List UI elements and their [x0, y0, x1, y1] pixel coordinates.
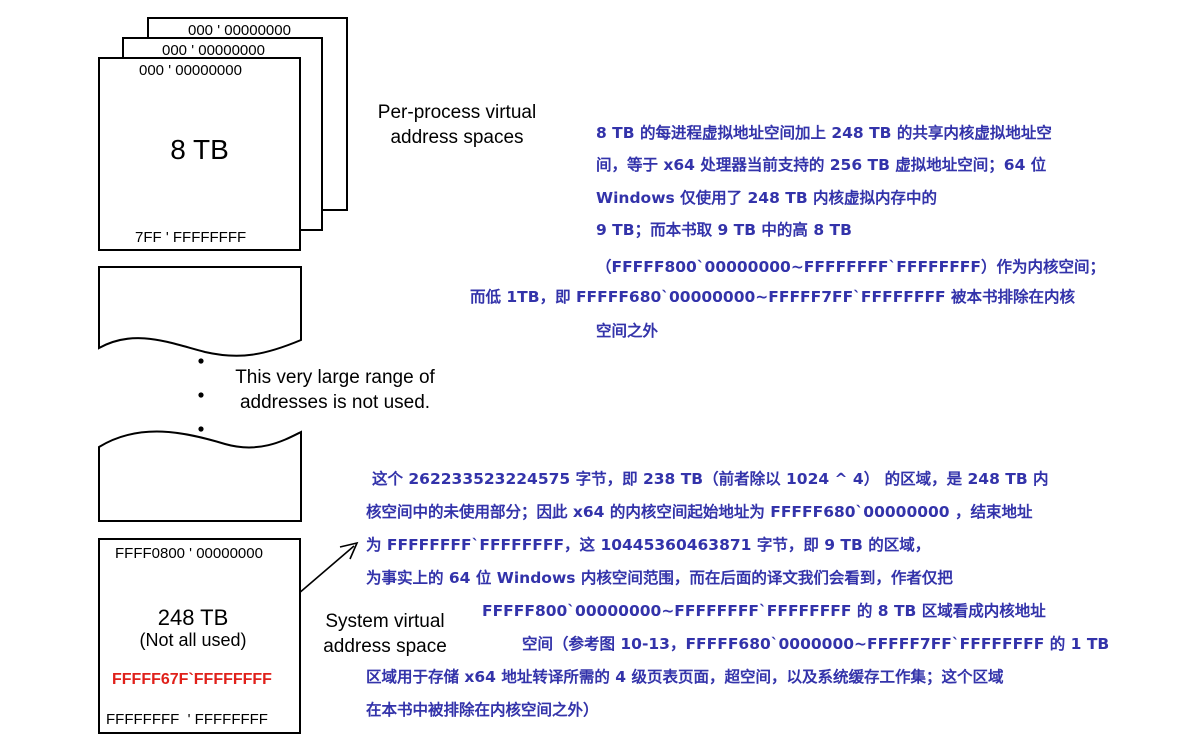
process-space-end-addr: 7FF ' FFFFFFFF: [135, 229, 247, 246]
unused-range-upper-piece: [98, 266, 302, 357]
system-space-label: System virtual address space: [305, 609, 465, 659]
ellipsis-dot: [198, 392, 204, 398]
annotation-top-line: 9 TB；而本书取 9 TB 中的高 8 TB: [596, 221, 852, 239]
annotation-top-line: Windows 仅使用了 248 TB 内核虚拟内存中的: [596, 189, 938, 207]
ellipsis-dot: [198, 426, 204, 432]
system-space-red-addr: FFFFF67F`FFFFFFFF: [112, 671, 272, 688]
unused-range-lower-piece: [98, 430, 302, 522]
unused-range-label-line2: addresses is not used.: [239, 392, 431, 413]
annotation-top-line: 空间之外: [596, 322, 659, 340]
annotation-bottom-line: 这个 262233523224575 字节，即 238 TB（前者除以 1024…: [372, 470, 1049, 488]
annotation-bottom-line: 在本书中被排除在内核空间之外）: [366, 701, 599, 719]
ellipsis-dot: [198, 358, 204, 364]
per-process-label: Per-process virtual address spaces: [362, 100, 552, 150]
annotation-bottom-line: 区域用于存储 x64 地址转译所需的 4 级页表页面，超空间，以及系统缓存工作集…: [366, 668, 1004, 686]
system-space-label-line1: System virtual: [325, 611, 445, 632]
system-space-size: 248 TB: [157, 605, 229, 630]
annotation-top-line: 间，等于 x64 处理器当前支持的 256 TB 虚拟地址空间；64 位: [596, 156, 1047, 174]
process-space-back-start-addr: 000 ' 00000000: [188, 22, 291, 39]
annotation-top-line: 8 TB 的每进程虚拟地址空间加上 248 TB 的共享内核虚拟地址空: [596, 124, 1052, 142]
pointer-arrow-head: [339, 541, 359, 560]
annotation-bottom-line: FFFFF800`00000000~FFFFFFFF`FFFFFFFF 的 8 …: [482, 602, 1046, 620]
annotation-bottom-line: 为事实上的 64 位 Windows 内核空间范围，而在后面的译文我们会看到，作…: [366, 569, 953, 587]
per-process-label-line1: Per-process virtual: [377, 102, 537, 123]
system-space-start-addr: FFFF0800 ' 00000000: [115, 545, 263, 562]
unused-range-label: This very large range of addresses is no…: [210, 365, 460, 415]
annotation-bottom-line: 为 FFFFFFFF`FFFFFFFF，这 10445360463871 字节，…: [366, 536, 931, 554]
unused-range-label-line1: This very large range of: [235, 367, 435, 388]
annotation-top-line: （FFFFF800`00000000~FFFFFFFF`FFFFFFFF）作为内…: [596, 258, 1105, 276]
process-space-front: [98, 57, 301, 251]
system-space-label-line2: address space: [323, 636, 447, 657]
annotation-top-line: 而低 1TB，即 FFFFF680`00000000~FFFFF7FF`FFFF…: [470, 288, 1076, 306]
system-space-box: [98, 538, 301, 734]
process-space-start-addr: 000 ' 00000000: [139, 62, 242, 79]
system-space-end-addr: FFFFFFFF ' FFFFFFFF: [106, 711, 268, 728]
process-space-size: 8 TB: [170, 134, 229, 165]
system-space-note: (Not all used): [139, 630, 247, 650]
annotation-bottom-line: 空间（参考图 10-13，FFFFF680`0000000~FFFFF7FF`F…: [522, 635, 1110, 653]
annotation-bottom-line: 核空间中的未使用部分；因此 x64 的内核空间起始地址为 FFFFF680`00…: [366, 503, 1033, 521]
per-process-label-line2: address spaces: [390, 127, 524, 148]
process-space-middle-start-addr: 000 ' 00000000: [162, 42, 265, 59]
